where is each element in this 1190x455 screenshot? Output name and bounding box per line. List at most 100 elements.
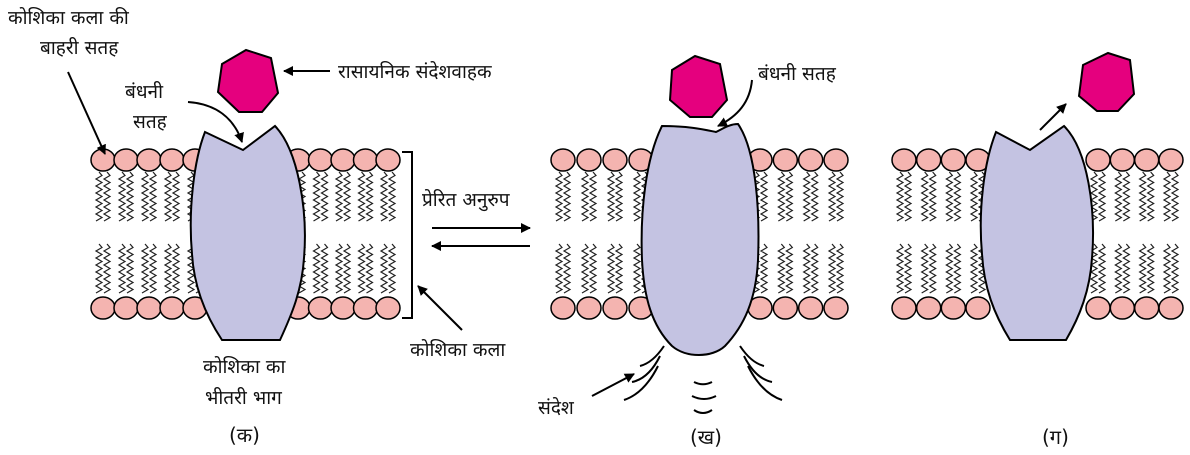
lipid-tail xyxy=(590,172,596,221)
label-binding-surface-b: बंधनी सतह xyxy=(758,62,837,85)
lipid-tail xyxy=(812,172,818,221)
lipid-tail xyxy=(1123,244,1129,293)
lipid-tail xyxy=(127,244,133,293)
lipid-tail xyxy=(142,172,148,221)
lipid-head xyxy=(917,149,941,171)
lipid-bilayer-c-right xyxy=(1086,149,1183,319)
lipid-tail xyxy=(359,172,365,221)
lipid-tail xyxy=(556,172,562,221)
lipid-tail xyxy=(761,172,767,221)
lipid-head xyxy=(1110,149,1134,171)
lipid-head xyxy=(114,149,138,171)
lipid-tail xyxy=(322,244,328,293)
lipid-tail xyxy=(1148,244,1154,293)
lipid-tail xyxy=(634,244,640,293)
lipid-tail xyxy=(582,172,588,221)
lipid-tail xyxy=(119,244,125,293)
lipid-head xyxy=(941,297,965,319)
lipid-tail xyxy=(389,244,395,293)
lipid-tail xyxy=(344,244,350,293)
lipid-head xyxy=(799,297,823,319)
lipid-bilayer-a-left xyxy=(91,149,207,319)
lipid-tail xyxy=(150,172,156,221)
lipid-bilayer-b-left xyxy=(551,149,653,319)
lipid-head xyxy=(160,149,184,171)
lipid-tail xyxy=(897,244,903,293)
label-cell-membrane: कोशिका कला xyxy=(410,338,506,361)
lipid-tail xyxy=(1099,244,1105,293)
label-induced-fit: प्रेरित अनुरुप xyxy=(422,188,511,212)
lipid-head xyxy=(824,297,848,319)
label-message: संदेश xyxy=(538,396,575,419)
receptor-protein-c xyxy=(981,126,1093,340)
lipid-tail xyxy=(616,172,622,221)
bracket-membrane xyxy=(402,152,412,318)
lipid-tail xyxy=(314,172,320,221)
lipid-tail xyxy=(173,172,179,221)
chemical-messenger-c xyxy=(1079,53,1134,111)
lipid-head xyxy=(892,149,916,171)
lipid-tail xyxy=(946,172,952,221)
lipid-tail xyxy=(564,244,570,293)
lipid-head xyxy=(1086,149,1110,171)
lipid-head xyxy=(773,297,797,319)
signal-waves xyxy=(624,346,782,413)
lipid-head xyxy=(551,149,575,171)
lipid-tail xyxy=(930,172,936,221)
lipid-tail xyxy=(173,244,179,293)
arrow-message xyxy=(592,374,634,396)
label-outer-surface-line2: बाहरी सतह xyxy=(40,36,119,59)
lipid-tail xyxy=(971,244,977,293)
lipid-head xyxy=(1159,297,1183,319)
lipid-tail xyxy=(344,172,350,221)
lipid-tail xyxy=(1123,172,1129,221)
lipid-tail xyxy=(946,244,952,293)
lipid-tail xyxy=(96,172,102,221)
chemical-messenger-b xyxy=(670,56,727,117)
lipid-tail xyxy=(336,244,342,293)
lipid-head xyxy=(160,297,184,319)
lipid-head xyxy=(114,297,138,319)
lipid-head xyxy=(331,297,355,319)
lipid-tail xyxy=(1115,172,1121,221)
lipid-head xyxy=(941,149,965,171)
lipid-tail xyxy=(142,244,148,293)
lipid-head xyxy=(91,297,115,319)
lipid-tail xyxy=(1164,244,1170,293)
lipid-tail xyxy=(1164,172,1170,221)
lipid-head xyxy=(966,297,990,319)
lipid-tail xyxy=(165,244,171,293)
lipid-tail xyxy=(930,244,936,293)
lipid-tail xyxy=(786,172,792,221)
lipid-head xyxy=(331,149,355,171)
lipid-head xyxy=(354,297,378,319)
lipid-head xyxy=(603,297,627,319)
lipid-tail xyxy=(829,244,835,293)
lipid-head xyxy=(1135,297,1159,319)
lipid-tail xyxy=(96,244,102,293)
receptor-protein-a xyxy=(191,126,305,340)
lipid-tail xyxy=(829,172,835,221)
lipid-tail xyxy=(608,244,614,293)
lipid-tail xyxy=(954,244,960,293)
lipid-head xyxy=(824,149,848,171)
lipid-tail xyxy=(564,172,570,221)
lipid-tail xyxy=(608,172,614,221)
lipid-head xyxy=(376,297,400,319)
lipid-head xyxy=(551,297,575,319)
lipid-tail xyxy=(359,244,365,293)
lipid-head xyxy=(91,149,115,171)
lipid-tail xyxy=(314,244,320,293)
label-cell-interior-line2: भीतरी भाग xyxy=(205,386,282,409)
lipid-tail xyxy=(381,172,387,221)
lipid-tail xyxy=(954,172,960,221)
label-chemical-messenger: रासायनिक संदेशवाहक xyxy=(338,60,492,83)
label-cell-interior-line1: कोशिका का xyxy=(203,355,286,378)
lipid-tail xyxy=(897,172,903,221)
lipid-head xyxy=(577,297,601,319)
lipid-head xyxy=(1159,149,1183,171)
lipid-head xyxy=(1110,297,1134,319)
lipid-tail xyxy=(590,244,596,293)
lipid-tail xyxy=(761,244,767,293)
